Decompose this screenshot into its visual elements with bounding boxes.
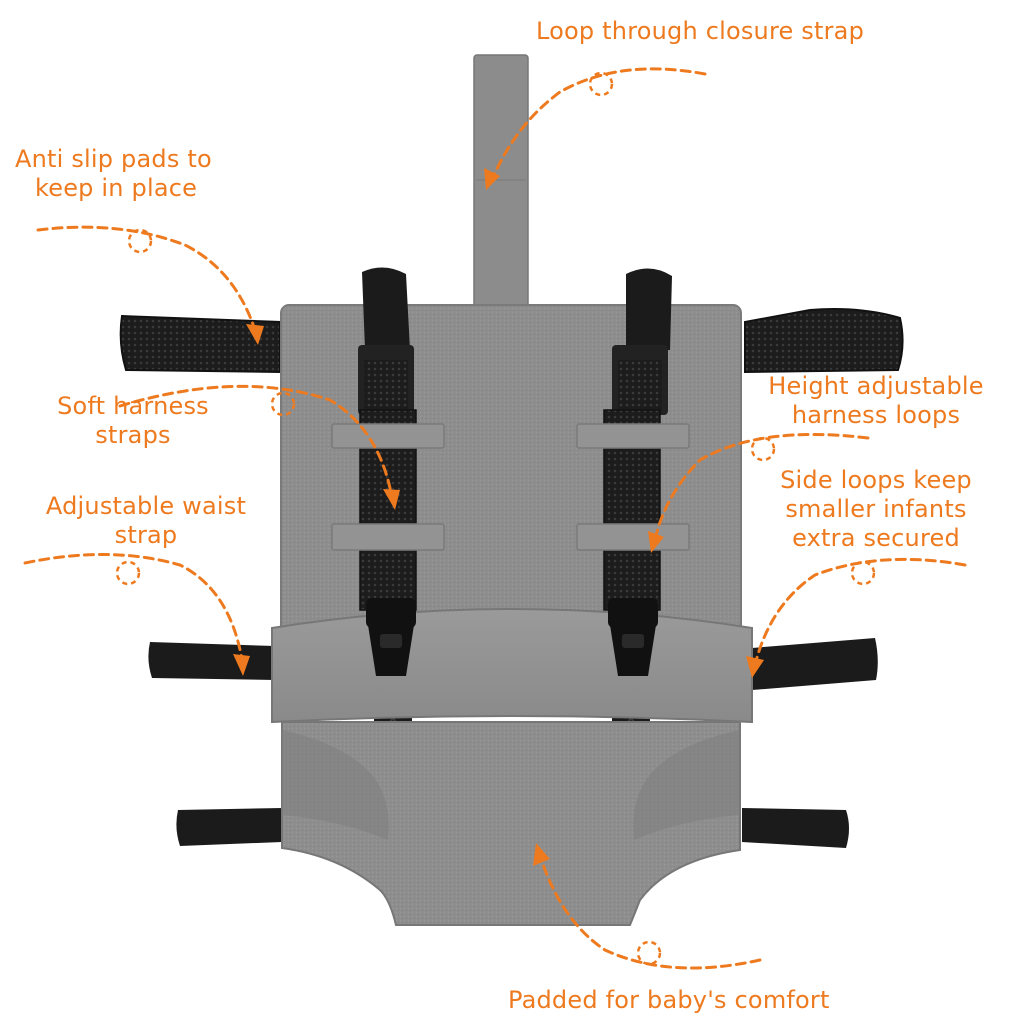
- label-waist-strap-line1: Adjustable waist: [45, 492, 247, 520]
- anti-slip-pad-left: [119, 314, 281, 374]
- arrow-soft-harness: [118, 384, 394, 500]
- arrow-loop-closure: [490, 67, 707, 182]
- arrow-anti-slip: [36, 225, 257, 332]
- marker-padded: [636, 940, 662, 966]
- label-padded-text: Padded for baby's comfort: [508, 986, 830, 1014]
- anti-slip-pad-right: [744, 308, 904, 374]
- label-anti-slip-line2: keep in place: [35, 174, 198, 202]
- label-side-loops-line3: extra secured: [792, 524, 960, 552]
- arrowhead-side-loops: [746, 656, 764, 678]
- arrowhead-soft-harness: [383, 489, 400, 510]
- label-padded: Padded for baby's comfort: [508, 986, 830, 1015]
- marker-height-loops: [750, 436, 776, 462]
- side-loop-strap-right: [752, 638, 878, 690]
- arrow-waist-strap: [23, 552, 244, 662]
- marker-anti-slip: [127, 228, 153, 254]
- label-side-loops: Side loops keep smaller infants extra se…: [762, 466, 990, 553]
- label-waist-strap-line2: strap: [114, 521, 178, 549]
- label-soft-harness: Soft harness straps: [44, 392, 222, 450]
- label-soft-harness-line1: Soft harness: [57, 392, 209, 420]
- arrow-padded: [538, 853, 762, 970]
- label-soft-harness-line2: straps: [95, 421, 171, 449]
- label-loop-closure-text: Loop through closure strap: [536, 17, 865, 45]
- marker-soft-harness: [270, 391, 296, 417]
- marker-side-loops: [850, 560, 876, 586]
- bottom-strap-right: [742, 808, 849, 848]
- label-side-loops-line2: smaller infants: [785, 495, 967, 523]
- label-anti-slip: Anti slip pads to keep in place: [15, 145, 249, 203]
- seat-flap: [271, 608, 753, 724]
- arrowhead-height-loops: [648, 531, 664, 553]
- arrowhead-waist-strap: [233, 654, 250, 676]
- harness-loops-upper: [331, 423, 690, 449]
- label-loop-closure: Loop through closure strap: [536, 17, 864, 46]
- buckle-left: [366, 598, 416, 676]
- marker-loop-closure: [588, 71, 614, 97]
- label-height-loops: Height adjustable harness loops: [748, 372, 1004, 430]
- arrow-height-loops: [653, 432, 870, 542]
- label-height-loops-line1: Height adjustable: [768, 372, 984, 400]
- arrow-side-loops: [753, 557, 967, 667]
- harness-loops-lower: [331, 523, 690, 551]
- label-waist-strap: Adjustable waist strap: [26, 492, 266, 550]
- seat-back-panel: [280, 304, 742, 646]
- seat-base: [281, 721, 741, 926]
- label-height-loops-line2: harness loops: [791, 401, 961, 429]
- label-anti-slip-line1: Anti slip pads to: [15, 145, 212, 173]
- closure-strap: [473, 54, 529, 314]
- waist-strap-left: [148, 642, 275, 680]
- buckle-right: [608, 598, 658, 676]
- arrowhead-padded: [533, 843, 550, 866]
- arrowhead-loop-closure: [484, 168, 500, 190]
- arrowhead-anti-slip: [246, 324, 264, 345]
- label-side-loops-line1: Side loops keep: [780, 466, 972, 494]
- marker-waist-strap: [115, 560, 141, 586]
- bottom-strap-left: [176, 808, 282, 846]
